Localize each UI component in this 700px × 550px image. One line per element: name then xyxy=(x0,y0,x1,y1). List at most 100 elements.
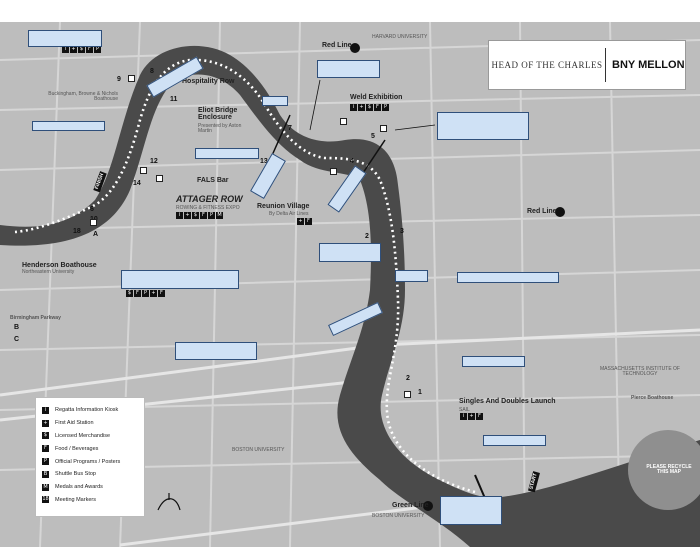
buckingham-label: Buckingham, Browne & Nichols Boathouse xyxy=(48,91,118,103)
marker-number: 7 xyxy=(288,125,292,132)
amenity-icons: i+F xyxy=(460,413,483,420)
legend-row: F Food / Beverages xyxy=(42,442,138,455)
legend-row: B Shuttle Bus Stop xyxy=(42,468,138,481)
merchandise-icon: $ xyxy=(78,46,85,53)
bny-mellon-text: BNY MELLON xyxy=(612,59,685,71)
legend-row: 18 Meeting Markers xyxy=(42,494,138,507)
marker-number: 8 xyxy=(150,68,154,75)
map-marker-square xyxy=(90,219,97,226)
bridge-line-1 xyxy=(269,114,291,161)
legend-label: Regatta Information Kiosk xyxy=(55,407,119,414)
map-marker-square xyxy=(128,75,135,82)
reunion-village-label: Reunion Village xyxy=(257,203,310,210)
marker-number: 4 xyxy=(350,158,354,165)
food-icon: F xyxy=(86,46,93,53)
medals-icon: M xyxy=(42,483,49,491)
answer-box-11[interactable] xyxy=(395,270,428,282)
t-station-green xyxy=(423,501,433,511)
map-marker-square xyxy=(340,118,347,125)
boston-university-bottom-label: BOSTON UNIVERSITY xyxy=(372,513,425,519)
answer-box-7[interactable] xyxy=(195,148,259,159)
map-marker-square xyxy=(380,125,387,132)
info-icon: i xyxy=(176,212,183,219)
food-icon: F xyxy=(134,290,141,297)
legend-label: Food / Beverages xyxy=(55,445,99,452)
legend-label: Official Programs / Posters xyxy=(55,458,121,465)
answer-box-4[interactable] xyxy=(32,121,105,131)
answer-box-15[interactable] xyxy=(175,342,257,360)
attager-sub-label: ROWING & FITNESS EXPO xyxy=(176,205,240,211)
answer-box-3[interactable] xyxy=(317,60,380,78)
first-aid-icon: + xyxy=(184,212,191,219)
marker-letter: C xyxy=(14,336,20,343)
harvard-label: HARVARD UNIVERSITY xyxy=(372,34,428,40)
merchandise-icon: $ xyxy=(42,432,49,440)
legend-row: M Medals and Awards xyxy=(42,481,138,494)
bny-mellon-logo: BNY MELLON xyxy=(606,59,685,71)
logo-divider xyxy=(605,48,606,82)
marker-number: 12 xyxy=(150,158,158,165)
marker-number: 1 xyxy=(418,389,422,396)
food-icon: F xyxy=(42,445,49,453)
marker-number: 14 xyxy=(133,180,141,187)
red-line-top-label: Red Line xyxy=(322,42,352,49)
map-legend: i Regatta Information Kiosk +First Aid St… xyxy=(35,397,145,517)
marker-number: 2 xyxy=(365,233,369,240)
info-icon: i xyxy=(350,104,357,111)
answer-box-12[interactable] xyxy=(457,272,559,283)
marker-letter: A xyxy=(93,231,99,238)
attager-row-label: ATTAGER ROW xyxy=(176,194,243,204)
legend-row: +First Aid Station xyxy=(42,417,138,430)
info-icon: i xyxy=(42,406,49,414)
legend-row: P Official Programs / Posters xyxy=(42,455,138,468)
leader-line-b xyxy=(394,124,436,131)
first-aid-icon: + xyxy=(150,290,157,297)
leader-line-a xyxy=(309,79,321,131)
boston-university-label: BOSTON UNIVERSITY xyxy=(232,447,285,453)
first-aid-icon: + xyxy=(297,218,304,225)
henderson-label: Henderson Boathouse xyxy=(22,262,97,269)
marker-number: 18 xyxy=(73,228,81,235)
programs-icon: P xyxy=(208,212,215,219)
map-marker-square xyxy=(330,168,337,175)
legend-label: Medals and Awards xyxy=(55,484,103,491)
programs-icon: P xyxy=(42,458,49,466)
meeting-icon: 18 xyxy=(42,496,49,504)
answer-box-10[interactable] xyxy=(319,243,381,262)
road-lines xyxy=(0,328,700,547)
legend-row: $Licensed Merchandise xyxy=(42,430,138,443)
eliot-bridge-label: Eliot Bridge Enclosure xyxy=(198,107,238,122)
logo-banner: HEAD OF THE CHARLES BNY MELLON xyxy=(488,40,686,90)
answer-box-18[interactable] xyxy=(440,496,502,525)
marker-number: 6 xyxy=(90,206,94,213)
marker-number: 13 xyxy=(260,158,268,165)
food-icon: F xyxy=(476,413,483,420)
weld-exhibition-label: Weld Exhibition xyxy=(350,94,403,101)
programs-icon: P xyxy=(382,104,389,111)
compass-arrow xyxy=(157,493,181,511)
answer-box-5[interactable] xyxy=(262,96,288,106)
answer-box-6[interactable] xyxy=(437,112,529,140)
food-icon: F xyxy=(305,218,312,225)
charles-river xyxy=(0,45,700,547)
merchandise-icon: $ xyxy=(192,212,199,219)
answer-box-1[interactable] xyxy=(28,30,102,47)
marker-number: 5 xyxy=(371,133,375,140)
red-line-right-label: Red Line xyxy=(527,208,557,215)
info-icon: i xyxy=(62,46,69,53)
answer-box-13[interactable] xyxy=(121,270,239,289)
programs-icon: P xyxy=(142,290,149,297)
fals-bar-label: FALS Bar xyxy=(197,177,229,184)
legend-label: Meeting Markers xyxy=(55,496,96,503)
answer-box-16[interactable] xyxy=(462,356,525,367)
legend-label: Shuttle Bus Stop xyxy=(55,471,96,478)
marker-number: 2 xyxy=(406,375,410,382)
first-aid-icon: + xyxy=(70,46,77,53)
marker-number: 9 xyxy=(117,76,121,83)
shuttle-icon: B xyxy=(42,470,49,478)
singles-doubles-label: Singles And Doubles Launch xyxy=(459,398,556,405)
answer-box-17[interactable] xyxy=(483,435,546,446)
